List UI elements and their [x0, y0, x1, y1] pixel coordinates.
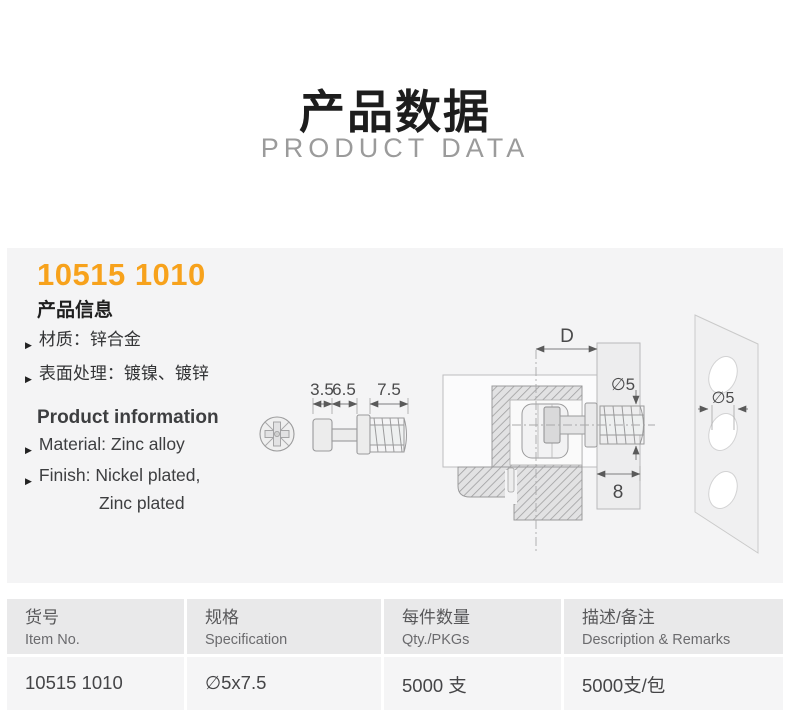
dim-label-hole-dia: ∅5 — [712, 390, 735, 407]
cell-item-no: 10515 1010 — [7, 657, 184, 710]
page-subtitle: PRODUCT DATA — [260, 133, 530, 163]
dimension-screw-dia: ∅5 — [611, 375, 640, 460]
page-title: 产品数据 — [299, 86, 491, 138]
finish-en: Finish: Nickel plated, — [38, 465, 201, 485]
bullet-icon: ▶ — [25, 476, 32, 486]
list-item: ▶ 材质：锌合金 — [25, 328, 287, 357]
product-info-heading-zh: 产品信息 — [37, 300, 114, 321]
table-header-row: 货号 Item No. 规格 Specification 每件数量 Qty./P… — [7, 599, 783, 654]
dim-label-head: 3.5 — [310, 380, 334, 399]
dim-label-neck: 6.5 — [332, 380, 356, 399]
finish-en-line2: Zinc plated — [99, 493, 185, 513]
list-item: ▶ Material: Zinc alloy — [25, 433, 287, 461]
screw-side-view-drawing: 3.5 6.5 7.5 — [259, 380, 409, 455]
col-header-remarks: 描述/备注 Description & Remarks — [564, 599, 783, 654]
screw-profile — [312, 414, 407, 455]
dim-label-screw-dia: ∅5 — [611, 375, 635, 394]
drilled-panel: ∅5 — [694, 314, 759, 554]
center-lines — [512, 350, 655, 552]
material-zh: 材质：锌合金 — [38, 330, 141, 349]
col-header-item-no: 货号 Item No. — [7, 599, 184, 654]
dimension-hole-dia: ∅5 — [698, 390, 748, 430]
bullet-icon: ▶ — [25, 445, 32, 455]
product-panel: 10515 1010 产品信息 ▶ 材质：锌合金 ▶ 表面处理：镀镍、镀锌 Pr… — [7, 248, 783, 583]
dim-label-thread: 7.5 — [377, 380, 401, 399]
dim-label-cam-distance: D — [560, 326, 574, 347]
bullet-icon: ▶ — [25, 374, 32, 384]
panel-hole — [708, 356, 738, 394]
screw-front-view — [259, 416, 295, 452]
assembly-drawing: D ∅5 8 — [442, 314, 759, 554]
product-info-block: 10515 1010 产品信息 ▶ 材质：锌合金 ▶ 表面处理：镀镍、镀锌 — [25, 257, 287, 391]
material-en: Material: Zinc alloy — [38, 434, 185, 454]
product-info-heading-en: Product information — [37, 407, 219, 428]
panel-hole — [708, 471, 738, 509]
bullet-icon: ▶ — [25, 340, 32, 350]
dimension-board-depth: 8 — [596, 466, 641, 503]
finish-zh: 表面处理：镀镍、镀锌 — [38, 364, 209, 383]
spec-table: 货号 Item No. 规格 Specification 每件数量 Qty./P… — [7, 599, 783, 710]
cell-spec: ∅5x7.5 — [187, 657, 381, 710]
cell-qty: 5000 支 — [384, 657, 561, 710]
dim-label-board-depth: 8 — [613, 482, 624, 503]
dimension-lines — [312, 398, 409, 414]
cam-and-screw — [521, 402, 645, 459]
col-header-qty: 每件数量 Qty./PKGs — [384, 599, 561, 654]
col-header-specification: 规格 Specification — [187, 599, 381, 654]
list-item: ▶ 表面处理：镀镍、镀锌 — [25, 362, 287, 391]
panel-hole — [708, 413, 738, 451]
cell-remarks: 5000支/包 — [564, 657, 783, 710]
list-item: ▶ Finish: Nickel plated, — [25, 464, 287, 492]
table-row: 10515 1010 ∅5x7.5 5000 支 5000支/包 — [7, 657, 783, 710]
dimension-D: D — [535, 326, 598, 353]
item-number: 10515 1010 — [37, 257, 206, 292]
product-info-block-en: Product information ▶ Material: Zinc all… — [25, 406, 287, 514]
